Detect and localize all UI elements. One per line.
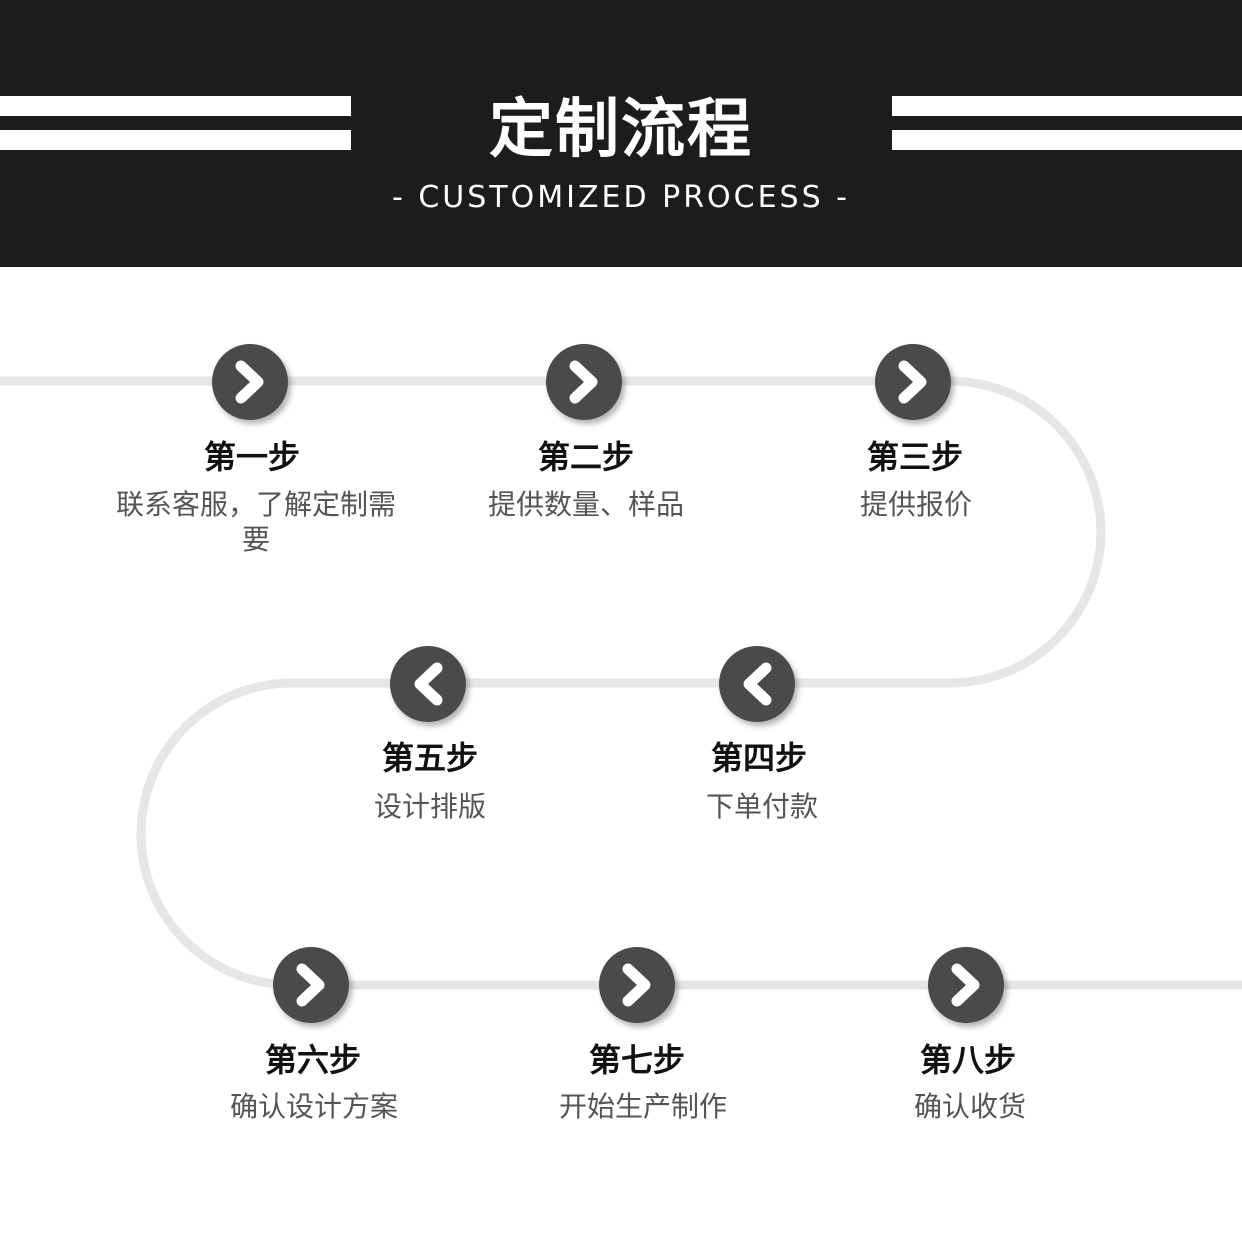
step-2-title: 第二步 [537, 438, 634, 476]
chevron-right-icon [622, 963, 651, 1007]
right-bottom-stripe [892, 130, 1242, 150]
track-path [0, 376, 1242, 990]
left-bottom-stripe [0, 130, 351, 150]
chevron-left-icon [743, 662, 772, 706]
step-1-desc: 联系客服，了解定制需要 [116, 488, 397, 556]
step-4-desc: 下单付款 [705, 790, 818, 823]
step-3-title: 第三步 [866, 438, 963, 476]
step-5-desc: 设计排版 [373, 790, 486, 823]
step-8-desc: 确认收货 [913, 1090, 1026, 1123]
chevron-left-icon [414, 662, 443, 706]
header-banner: 定制流程 - CUSTOMIZED PROCESS - [0, 0, 1242, 267]
step-1-button[interactable] [212, 344, 288, 420]
chevron-right-icon [235, 360, 264, 404]
step-7-title: 第七步 [588, 1041, 685, 1079]
chevron-right-icon [569, 360, 598, 404]
step-2-button[interactable] [546, 344, 622, 420]
page-title: 定制流程 [489, 93, 753, 167]
step-1-title: 第一步 [203, 438, 300, 476]
step-5-button[interactable] [390, 646, 466, 722]
step-3-button[interactable] [875, 344, 951, 420]
step-7-button[interactable] [599, 947, 675, 1023]
chevron-right-icon [296, 963, 325, 1007]
step-6-button[interactable] [273, 947, 349, 1023]
step-8-title: 第八步 [919, 1041, 1016, 1079]
chevron-right-icon [951, 963, 980, 1007]
step-7-desc: 开始生产制作 [558, 1090, 727, 1123]
chevron-right-icon [898, 360, 927, 404]
right-top-stripe [892, 96, 1242, 116]
step-3-desc: 提供报价 [859, 488, 972, 521]
step-6-desc: 确认设计方案 [229, 1090, 398, 1123]
step-4-button[interactable] [719, 646, 795, 722]
step-4-title: 第四步 [710, 739, 807, 777]
page-subtitle: - CUSTOMIZED PROCESS - [391, 180, 851, 215]
left-top-stripe [0, 96, 351, 116]
step-5-title: 第五步 [381, 739, 478, 777]
step-6-title: 第六步 [264, 1041, 361, 1079]
step-8-button[interactable] [928, 947, 1004, 1023]
step-2-desc: 提供数量、样品 [487, 488, 684, 521]
